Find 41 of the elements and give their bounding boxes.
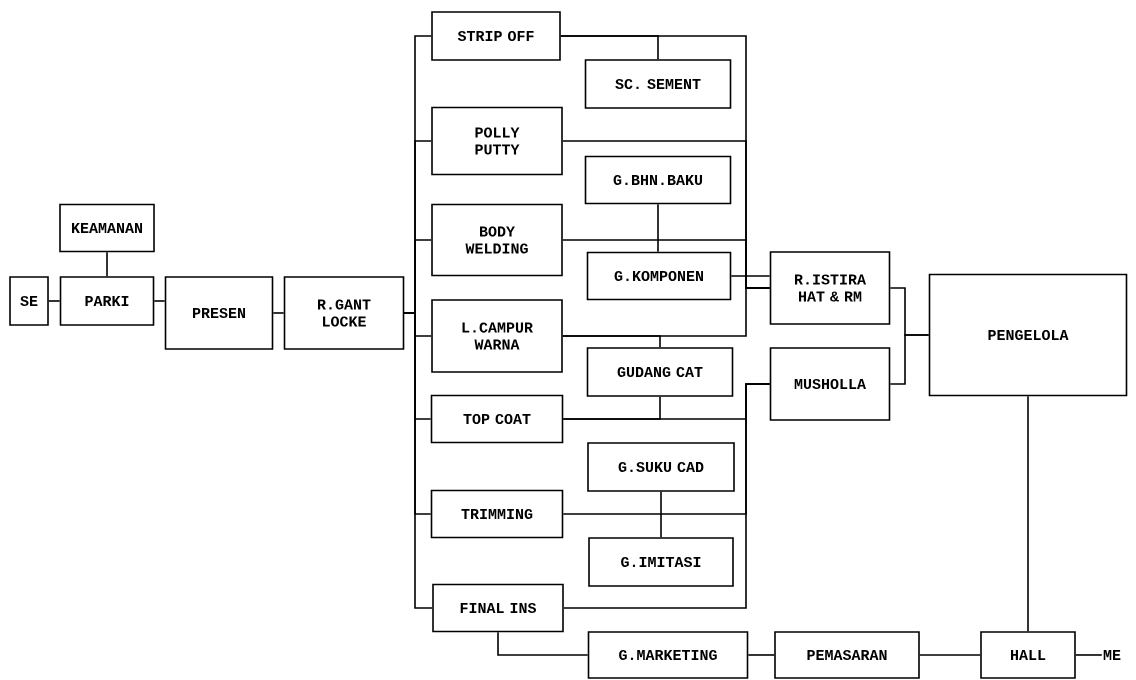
process-box: TOP COAT [430,394,564,444]
connector-line [106,251,108,277]
connector-line [48,300,61,302]
process-box: G.BHN.BAKU [584,155,732,205]
connector-line [730,275,771,277]
text-label: ME [1103,650,1121,660]
process-box: R.GANT LOCKE [283,276,405,350]
process-box: HALL [980,631,1076,679]
process-box: G.KOMPONEN [586,251,732,301]
connector-line [153,300,166,302]
process-box: G.IMITASI [588,537,734,587]
process-box: KEAMANAN [59,203,155,253]
process-box: STRIP OFF [431,11,561,61]
process-box: MUSHOLLA [769,347,891,421]
connector-line [562,287,771,337]
process-box: FINAL INS [432,583,564,633]
process-box: G.SUKU CAD [587,442,735,492]
process-box: PENGELOLA [928,273,1128,397]
process-box: PRESEN [164,276,274,350]
connector-line [747,654,775,656]
connector-line [272,312,285,314]
connector-line [889,334,930,385]
process-box: PARKI [59,276,155,326]
process-box: GUDANG CAT [586,347,734,397]
process-box: TRIMMING [430,489,564,539]
connector-line [403,312,433,609]
process-box: SC. SEMENT [584,59,732,109]
process-box: G.MARKETING [587,631,749,679]
process-box: BODY WELDING [431,203,563,277]
connector-line [1027,395,1029,632]
process-box: R.ISTIRA HAT & RM [769,251,891,325]
connector-line [563,383,771,609]
connector-line [919,654,981,656]
process-box: L.CAMPUR WARNA [431,299,563,373]
process-box: PEMASARAN [774,631,920,679]
connector-line [497,631,589,656]
connector-line [1075,654,1103,656]
process-box: POLLY PUTTY [431,106,563,176]
connector-line [660,491,662,538]
connector-line [657,203,659,253]
process-box: SE [9,276,49,326]
